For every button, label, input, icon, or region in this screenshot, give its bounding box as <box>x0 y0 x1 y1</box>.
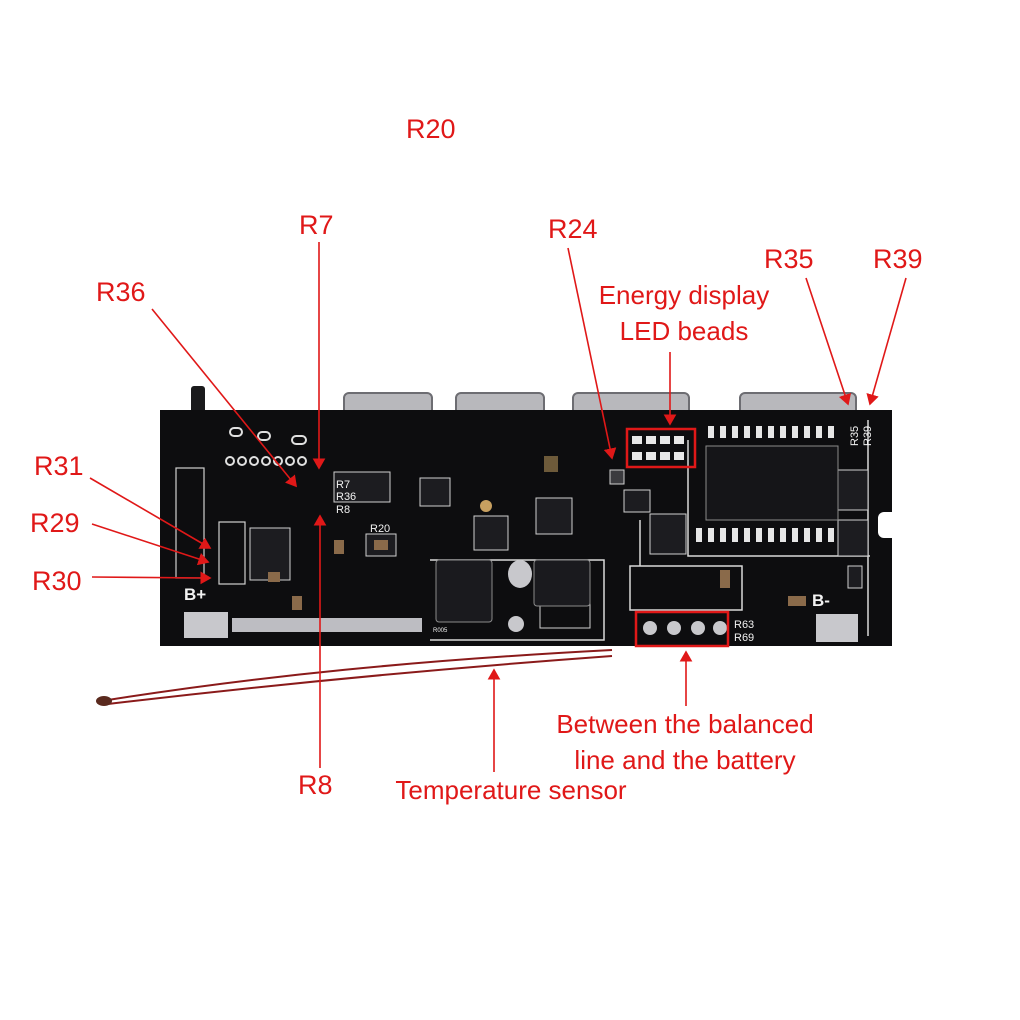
note-energy-display: Energy display LED beads <box>568 277 800 349</box>
silk-r36: R36 <box>336 491 356 503</box>
silk-r39: R39 <box>862 426 874 446</box>
silk-r005: R005 <box>433 628 448 634</box>
label-r31: R31 <box>34 451 84 481</box>
leader-r36 <box>151 308 298 488</box>
note-balance-line1: Between the balanced <box>556 709 814 739</box>
label-r36: R36 <box>96 277 146 307</box>
usb-ports <box>191 386 857 416</box>
led-beads-highlight <box>625 427 697 469</box>
note-energy-line2: LED beads <box>619 316 749 346</box>
label-r7: R7 <box>299 210 334 240</box>
label-r30: R30 <box>32 566 82 596</box>
switch-lever <box>191 386 205 414</box>
label-r8: R8 <box>298 770 333 800</box>
round-pads <box>225 427 307 466</box>
note-balance-line2: line and the battery <box>574 745 796 775</box>
label-r24: R24 <box>548 214 598 244</box>
silk-r7: R7 <box>336 479 350 491</box>
label-r35: R35 <box>764 244 814 274</box>
leader-r31 <box>89 477 212 549</box>
note-balance-line: Between the balanced line and the batter… <box>526 706 844 778</box>
label-r39: R39 <box>873 244 923 274</box>
leader-r39 <box>866 277 907 406</box>
silk-b-plus: B+ <box>184 585 206 604</box>
label-r29: R29 <box>30 508 80 538</box>
board-notch <box>878 512 898 538</box>
b-plus-pad <box>184 612 228 638</box>
b-minus-pad <box>816 614 858 642</box>
silk-b-minus: B- <box>812 591 830 610</box>
leader-r30 <box>91 571 212 585</box>
pad-rows <box>696 426 834 542</box>
silk-r20: R20 <box>370 523 390 535</box>
leader-lines <box>89 242 907 772</box>
board-text: B+ B- R7 R36 R8 R20 R63 R69 R005 R35 R39 <box>184 426 874 644</box>
silk-r69: R69 <box>734 632 754 644</box>
leader-r24 <box>567 247 617 460</box>
silk-r8: R8 <box>336 504 350 516</box>
silk-r35: R35 <box>849 426 861 446</box>
note-temperature-sensor: Temperature sensor <box>395 775 627 805</box>
ic-chips <box>435 445 839 632</box>
silk-r63: R63 <box>734 619 754 631</box>
balance-pins-highlight <box>634 610 730 648</box>
led-beads <box>632 436 684 460</box>
b-plus-bar <box>232 618 422 632</box>
leader-r29 <box>91 523 210 566</box>
leader-r35 <box>805 277 852 406</box>
note-energy-line1: Energy display <box>598 280 770 310</box>
label-r20-top: R20 <box>406 114 456 144</box>
temperature-sensor-wire <box>96 649 613 706</box>
balance-connector <box>643 621 727 635</box>
